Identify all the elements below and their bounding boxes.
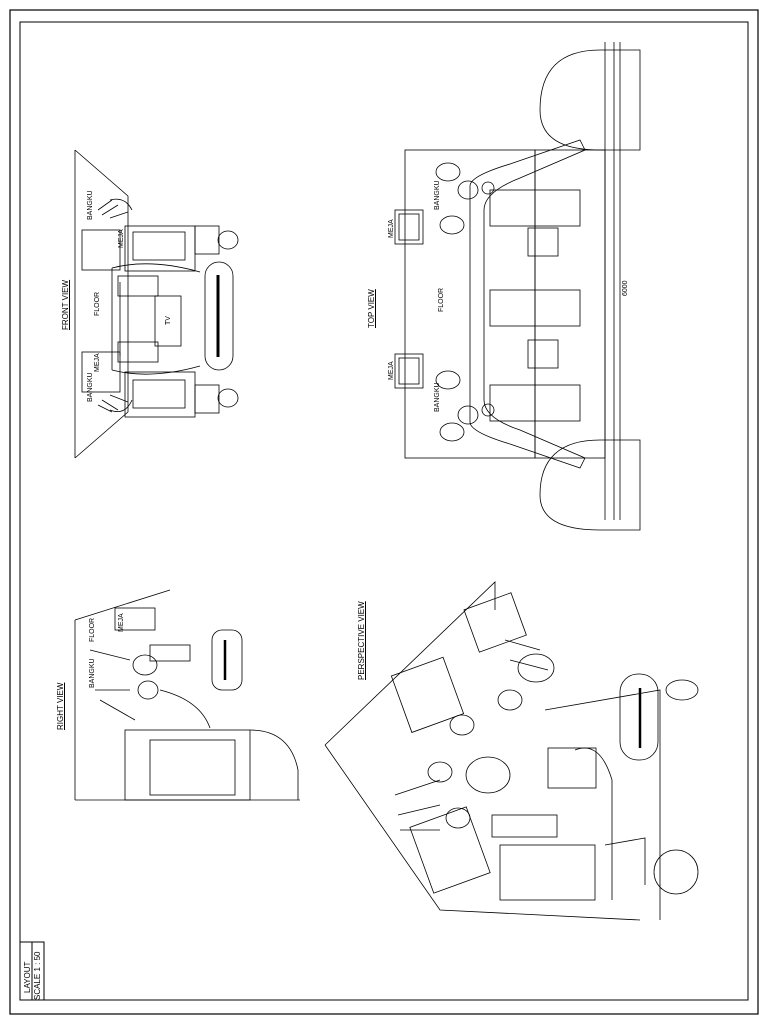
perspective-view-title: PERSPECTIVE VIEW bbox=[357, 601, 366, 680]
top-floor-label: FLOOR bbox=[438, 287, 445, 312]
top-bangku-left-label: BANGKU bbox=[434, 180, 441, 210]
title-block-title: LAYOUT bbox=[23, 961, 32, 993]
title-block bbox=[19, 941, 45, 1001]
right-floor-label: FLOOR bbox=[89, 617, 96, 642]
front-meja-right-label: MEJA bbox=[94, 353, 101, 372]
right-meja-label: MEJA bbox=[118, 613, 125, 632]
front-view-drawing bbox=[74, 149, 239, 459]
right-bangku-label: BANGKU bbox=[89, 658, 96, 688]
outer-border bbox=[9, 9, 759, 1015]
inner-border bbox=[19, 21, 749, 1001]
right-view-drawing bbox=[74, 589, 300, 801]
top-meja-right-label: MEJA bbox=[388, 361, 395, 380]
top-meja-left-label: MEJA bbox=[388, 219, 395, 238]
front-meja-left-label: MEJA bbox=[118, 229, 125, 248]
top-dimension-label: 6000 bbox=[622, 280, 629, 296]
perspective-view-drawing bbox=[324, 581, 699, 921]
right-view-title: RIGHT VIEW bbox=[56, 682, 65, 730]
title-block-scale: SCALE 1 : 50 bbox=[33, 951, 42, 1000]
top-view-drawing bbox=[394, 42, 641, 531]
top-view-title: TOP VIEW bbox=[367, 289, 376, 328]
front-tv-label: TV bbox=[165, 316, 172, 325]
front-floor-label: FLOOR bbox=[94, 291, 101, 316]
front-view-title: FRONT VIEW bbox=[61, 279, 70, 330]
front-bangku-right-label: BANGKU bbox=[87, 372, 94, 402]
top-bangku-right-label: BANGKU bbox=[434, 382, 441, 412]
front-bangku-left-label: BANGKU bbox=[87, 190, 94, 220]
